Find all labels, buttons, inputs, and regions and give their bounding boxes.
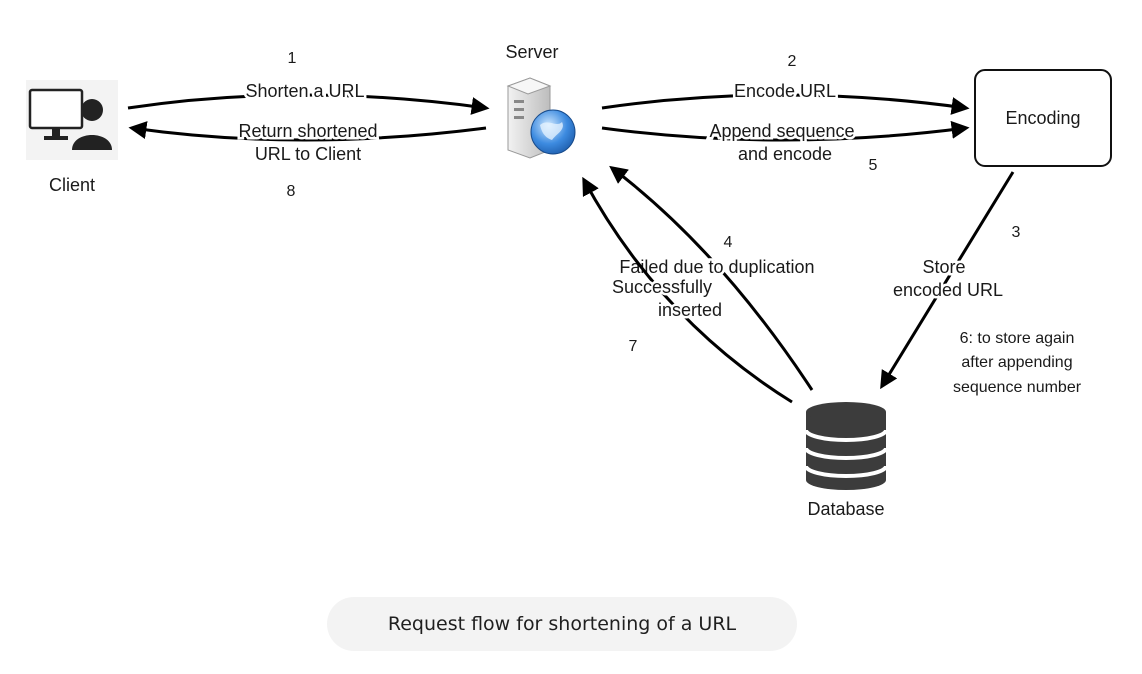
- arrow-failed-duplication: [609, 165, 814, 391]
- step-number-8: 8: [287, 183, 296, 200]
- database-label: Database: [807, 499, 884, 519]
- url-shortening-flow-diagram: Client Server Encoding Database 1 Shorte…: [26, 42, 1112, 519]
- encoding-node: [974, 69, 1112, 167]
- label-store-line1: Store: [922, 257, 965, 277]
- label-append-line2: and encode: [738, 144, 832, 164]
- arrow-append-sequence: [601, 120, 970, 142]
- label-success-line2: inserted: [658, 300, 722, 320]
- label-failed-duplication: Failed due to duplication: [619, 257, 814, 277]
- client-label: Client: [49, 175, 95, 195]
- label-return-line2: URL to Client: [255, 144, 361, 164]
- label-store-line2: encoded URL: [893, 280, 1003, 300]
- database-cylinder-icon: [804, 402, 888, 490]
- caption-pill: Request flow for shortening of a URL: [327, 597, 797, 651]
- server-globe-icon: [506, 77, 576, 159]
- encoding-label: Encoding: [1005, 108, 1080, 128]
- label-store-again-line2: after appending: [961, 354, 1072, 371]
- arrow-encode-url: [601, 93, 970, 115]
- server-label: Server: [505, 42, 558, 62]
- label-store-again-line1: 6: to store again: [960, 330, 1075, 347]
- computer-user-icon: [26, 80, 118, 160]
- arrow-successfully-inserted: [582, 176, 793, 404]
- label-append-line1: Append sequence: [709, 121, 854, 141]
- step-number-3: 3: [1012, 224, 1021, 241]
- label-store-again-line3: sequence number: [953, 379, 1082, 396]
- label-encode-url: Encode URL: [734, 81, 836, 101]
- step-number-4: 4: [724, 234, 733, 251]
- figure-caption: Request flow for shortening of a URL: [387, 613, 737, 635]
- arrow-store-encoded: [880, 171, 1015, 390]
- label-success-line1: Successfully: [612, 277, 712, 297]
- arrow-shorten-url: [127, 93, 490, 115]
- label-return-line1: Return shortened: [238, 121, 377, 141]
- step-number-2: 2: [788, 53, 797, 70]
- step-number-7: 7: [629, 338, 638, 355]
- arrow-return-shortened: [128, 121, 487, 142]
- step-number-5: 5: [869, 157, 878, 174]
- step-number-1: 1: [288, 50, 297, 67]
- label-shorten-url: Shorten a URL: [245, 81, 364, 101]
